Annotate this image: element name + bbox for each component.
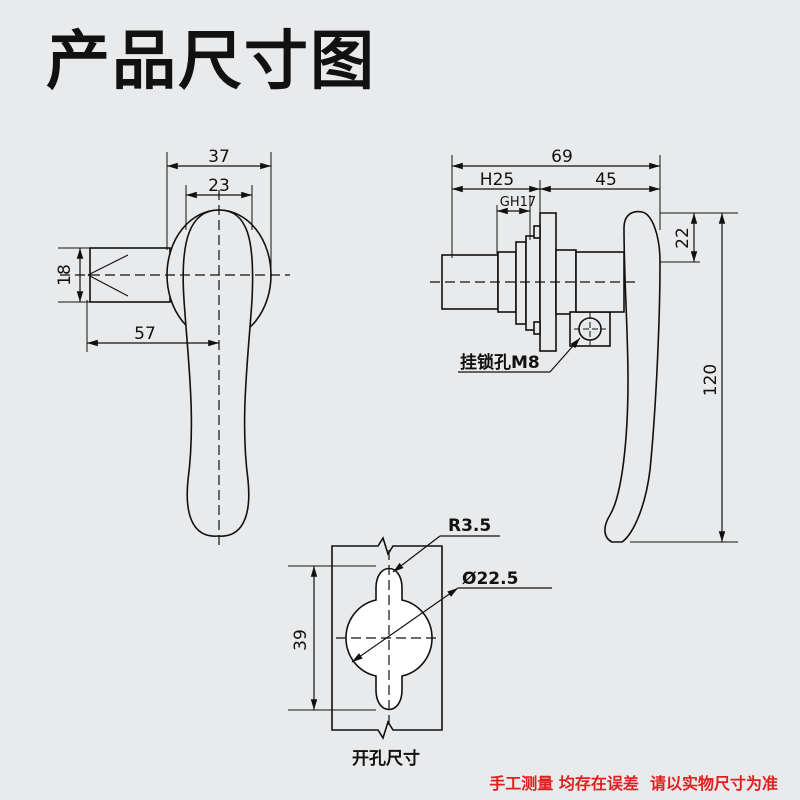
front-lever	[182, 209, 254, 537]
dim-side-tip-offset: 22	[673, 227, 693, 249]
dim-front-height-left: 18	[55, 264, 75, 286]
dim-front-width-outer: 37	[208, 147, 230, 167]
dim-side-height: 120	[701, 364, 721, 396]
dim-cutout-height: 39	[291, 629, 311, 651]
dim-side-body-length: 45	[595, 170, 617, 190]
side-lever	[604, 210, 661, 543]
dim-cutout-radius: R3.5	[448, 516, 491, 536]
disclaimer-note: 手工测量 均存在误差 请以实物尺寸为准	[489, 774, 778, 793]
dim-front-width-inner: 23	[208, 176, 230, 196]
front-view	[58, 152, 290, 550]
padlock-hole-label: 挂锁孔M8	[460, 352, 540, 373]
cutout-view	[288, 535, 552, 740]
front-shaft-arrow-mark	[87, 254, 129, 297]
cutout-caption: 开孔尺寸	[352, 748, 420, 769]
page-title: 产品尺寸图	[46, 25, 376, 99]
dim-cutout-diameter: Ø22.5	[462, 569, 518, 589]
dim-side-depth: H25	[480, 170, 514, 190]
side-view	[430, 155, 738, 543]
dim-side-total-length: 69	[551, 147, 573, 167]
dim-front-length-offset: 57	[134, 324, 156, 344]
dim-side-gh: GH17	[500, 195, 536, 210]
